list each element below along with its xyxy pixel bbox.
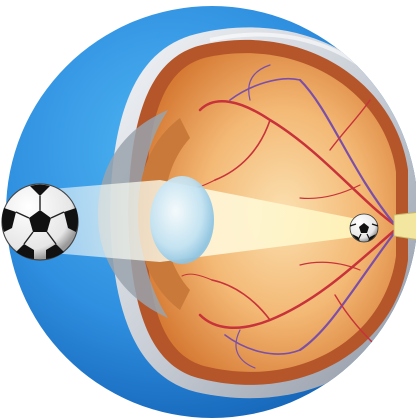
lens xyxy=(150,176,214,264)
retina-ball-image xyxy=(350,214,378,242)
optic-nerve xyxy=(394,212,416,240)
soccer-ball-icon xyxy=(2,184,78,260)
